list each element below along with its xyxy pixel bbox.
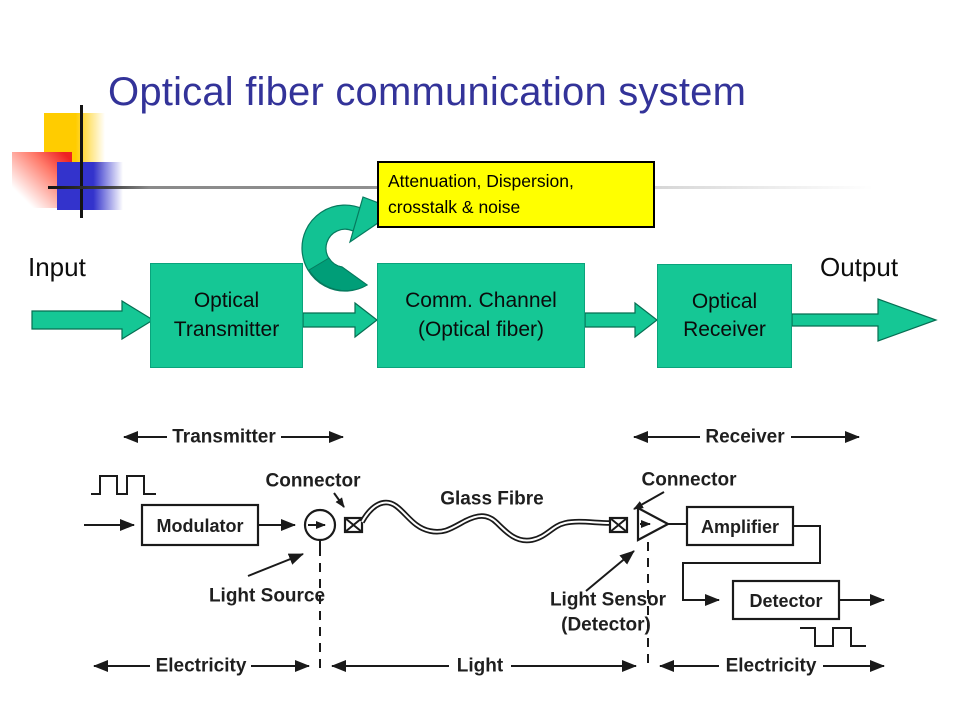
optical-receiver-line-1: Optical bbox=[691, 289, 758, 313]
transmitter-span-label: Transmitter bbox=[172, 427, 276, 448]
connector-right-pointer bbox=[633, 491, 665, 510]
connector-right-label: Connector bbox=[642, 470, 738, 491]
optical-receiver-box: Optical Receiver bbox=[657, 264, 792, 368]
optical-receiver-line-2: Receiver bbox=[683, 318, 766, 341]
comm-channel-line-1: Comm. Channel bbox=[405, 289, 557, 313]
glass-fibre-label: Glass Fibre bbox=[440, 489, 544, 510]
modulator-box bbox=[140, 503, 260, 547]
amplifier-to-detector-line bbox=[682, 525, 821, 606]
input-square-wave bbox=[91, 475, 156, 495]
annotation-box: Attenuation, Dispersion, crosstalk & noi… bbox=[377, 161, 655, 228]
slide-title: Optical fiber communication system bbox=[108, 70, 747, 114]
input-label: Input bbox=[28, 252, 86, 282]
flow-arrows-layer bbox=[31, 196, 938, 342]
glass-fibre-core bbox=[361, 501, 611, 542]
connector-left-pointer bbox=[333, 492, 345, 508]
connector-left-label: Connector bbox=[266, 471, 362, 492]
output-arrow bbox=[791, 298, 938, 342]
channel-to-receiver-arrow bbox=[584, 301, 658, 339]
decoration-vertical-line bbox=[80, 105, 83, 218]
system-diagram: Transmitter Receiver Modulator Connector… bbox=[84, 427, 885, 677]
optical-transmitter-box: Optical Transmitter bbox=[150, 263, 303, 368]
comm-channel-line-2: (Optical fiber) bbox=[417, 317, 545, 341]
light-source-label: Light Source bbox=[209, 586, 325, 607]
light-source-pointer bbox=[247, 553, 304, 577]
connector-right-x bbox=[609, 517, 628, 533]
detector-box bbox=[731, 579, 841, 621]
annotation-line-2: crosstalk & noise bbox=[388, 197, 521, 218]
optical-transmitter-line-1: Optical bbox=[193, 289, 260, 313]
transmitter-to-channel-arrow bbox=[302, 301, 378, 339]
detector-label: Detector bbox=[749, 591, 822, 611]
amplifier-box bbox=[685, 505, 795, 547]
light-sensor-label-line-1: Light Sensor bbox=[550, 590, 667, 611]
optical-transmitter-line-2: Transmitter bbox=[173, 317, 280, 341]
electricity-left-label: Electricity bbox=[156, 656, 247, 677]
curved-arrow-tail bbox=[308, 257, 368, 292]
input-arrow bbox=[31, 299, 155, 341]
light-sensor-label-line-2: (Detector) bbox=[561, 615, 651, 636]
light-sensor-triangle bbox=[636, 506, 671, 542]
light-label: Light bbox=[457, 656, 504, 677]
electricity-right-label: Electricity bbox=[726, 656, 817, 677]
receiver-span-label: Receiver bbox=[705, 427, 785, 448]
annotation-line-1: Attenuation, Dispersion, bbox=[388, 171, 574, 191]
modulator-label: Modulator bbox=[157, 516, 244, 536]
connector-left-x bbox=[344, 517, 363, 533]
output-label: Output bbox=[820, 252, 899, 282]
light-sensor-pointer bbox=[585, 550, 635, 592]
output-square-wave bbox=[800, 627, 866, 647]
amplifier-label: Amplifier bbox=[701, 517, 779, 537]
comm-channel-box: Comm. Channel (Optical fiber) bbox=[377, 263, 585, 368]
